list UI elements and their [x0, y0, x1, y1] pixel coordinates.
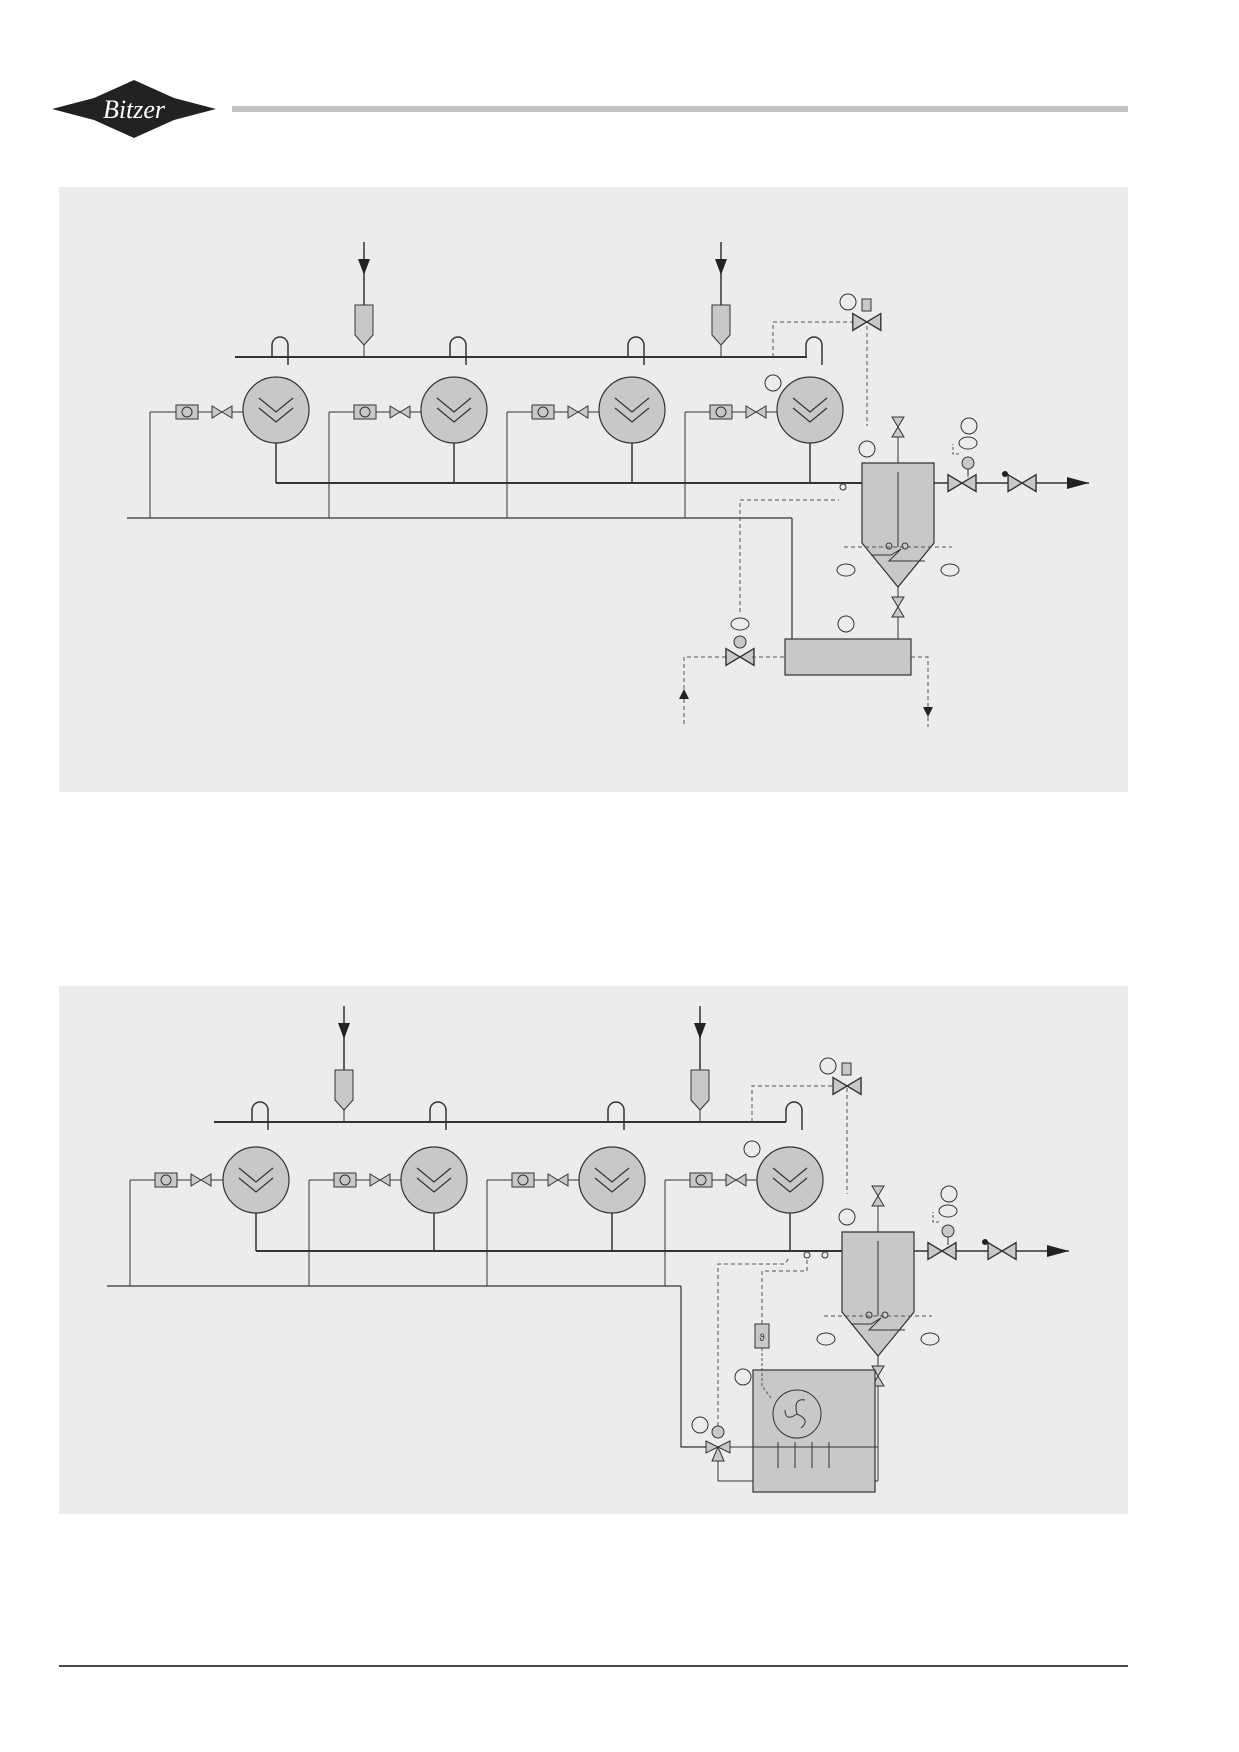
bypass-valve	[764, 293, 905, 463]
bitzer-logo: Bitzer	[52, 80, 216, 138]
footer-rule	[59, 1665, 1128, 1667]
air-cooled-oil-cooler: ϑ	[729, 1258, 878, 1493]
diagram-panel-1	[59, 187, 1128, 792]
compressor-2	[328, 336, 488, 518]
compressor-2	[308, 1101, 468, 1286]
compressor-3	[506, 336, 666, 518]
oil-cooler	[679, 499, 933, 727]
suction-inlet-2	[711, 242, 731, 357]
compressor-4	[664, 1101, 824, 1286]
diagram-panel-2: ϑ	[59, 986, 1128, 1514]
refrigerant-circuit-diagram-1	[127, 242, 1089, 727]
svg-text:ϑ: ϑ	[759, 1333, 765, 1344]
compressor-1	[129, 1101, 290, 1286]
header-rule	[232, 106, 1128, 112]
svg-text:Bitzer: Bitzer	[103, 95, 166, 124]
compressor-1	[149, 336, 310, 518]
suction-inlet-1	[354, 242, 374, 357]
suction-inlet-2	[690, 1006, 710, 1122]
refrigerant-circuit-diagram-2: ϑ	[107, 1006, 1069, 1493]
three-way-valve	[691, 1257, 790, 1462]
suction-inlet-1	[334, 1006, 354, 1122]
compressor-4	[684, 336, 844, 518]
compressor-3	[486, 1101, 646, 1286]
bypass-valve	[743, 1057, 885, 1232]
oil-separator	[717, 1208, 940, 1482]
oil-separator	[836, 440, 960, 639]
